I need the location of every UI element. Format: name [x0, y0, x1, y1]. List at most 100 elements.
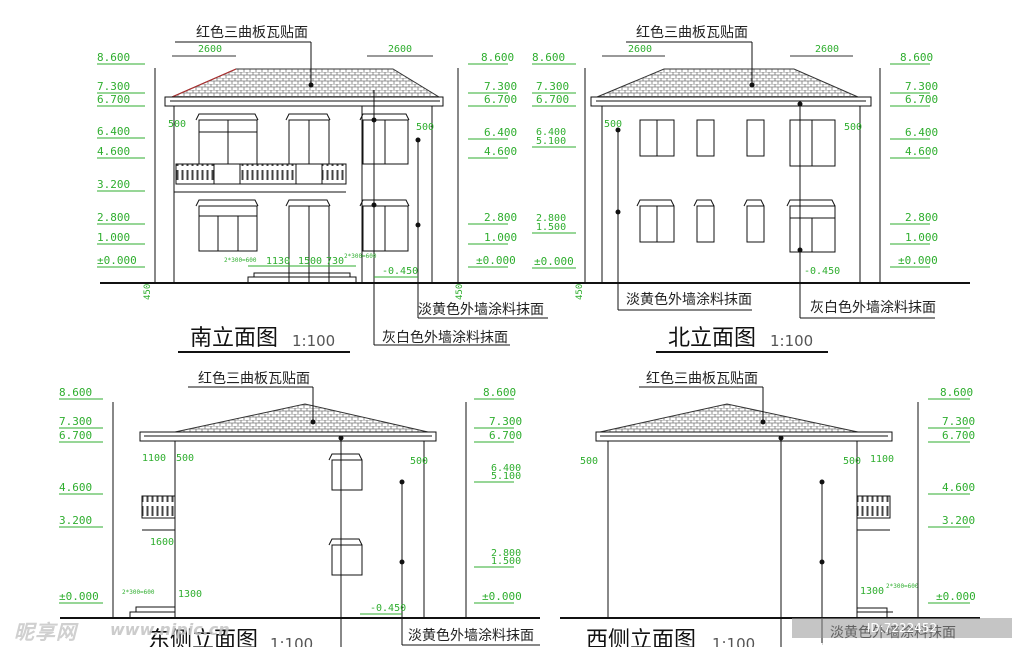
- svg-text:2.800: 2.800: [97, 211, 130, 224]
- svg-text:6.700: 6.700: [489, 429, 522, 442]
- svg-text:6.700: 6.700: [905, 93, 938, 106]
- svg-text:红色三曲板瓦贴面: 红色三曲板瓦贴面: [646, 370, 758, 387]
- svg-text:8.600: 8.600: [481, 51, 514, 64]
- svg-text:3.200: 3.200: [97, 178, 130, 191]
- svg-text:1:100: 1:100: [770, 332, 813, 350]
- svg-text:2600: 2600: [815, 44, 839, 55]
- svg-text:6.700: 6.700: [59, 429, 92, 442]
- svg-text:6.400: 6.400: [97, 125, 130, 138]
- svg-text:6.700: 6.700: [97, 93, 130, 106]
- svg-text:500: 500: [844, 122, 862, 133]
- svg-text:1.000: 1.000: [905, 231, 938, 244]
- svg-text:±0.000: ±0.000: [534, 255, 574, 268]
- svg-text:500: 500: [410, 456, 428, 467]
- svg-text:7.300: 7.300: [905, 80, 938, 93]
- svg-text:7.300: 7.300: [97, 80, 130, 93]
- svg-text:6.400: 6.400: [905, 126, 938, 139]
- right-level-marks: 8.600 7.300 6.700 6.400 4.600 2.800 1.00…: [457, 51, 517, 283]
- svg-text:6.400: 6.400: [536, 127, 566, 138]
- east-title: 东侧立面图: [148, 628, 258, 647]
- svg-text:1300: 1300: [178, 589, 202, 600]
- svg-text:3.200: 3.200: [942, 514, 975, 527]
- svg-text:灰白色外墙涂料抹面: 灰白色外墙涂料抹面: [810, 299, 936, 316]
- svg-text:2.800: 2.800: [905, 211, 938, 224]
- svg-text:4.600: 4.600: [97, 145, 130, 158]
- svg-text:1600: 1600: [150, 537, 174, 548]
- lower-windows: [195, 199, 410, 284]
- svg-text:2600: 2600: [198, 44, 222, 55]
- svg-text:1100: 1100: [870, 454, 894, 465]
- balcony-railing: [174, 163, 347, 193]
- svg-text:8.600: 8.600: [900, 51, 933, 64]
- west-elevation: 红色三曲板瓦贴面 淡黄色外墙涂料抹面 500 500 1100 1300 2*3…: [560, 370, 980, 647]
- south-title: 南立面图: [190, 326, 278, 351]
- wall-note-yellow: 淡黄色外墙涂料抹面: [418, 301, 544, 318]
- svg-text:7.300: 7.300: [536, 80, 569, 93]
- svg-text:500: 500: [168, 119, 186, 130]
- svg-text:7.300: 7.300: [484, 80, 517, 93]
- watermark-logo: 昵享网: [14, 620, 77, 644]
- svg-text:2600: 2600: [628, 44, 652, 55]
- svg-text:2*300=600: 2*300=600: [122, 589, 155, 596]
- svg-text:6.700: 6.700: [942, 429, 975, 442]
- roof-note: 红色三曲板瓦贴面: [196, 24, 308, 41]
- svg-text:500: 500: [176, 453, 194, 464]
- svg-text:红色三曲板瓦贴面: 红色三曲板瓦贴面: [636, 24, 748, 41]
- svg-text:4.600: 4.600: [59, 481, 92, 494]
- svg-text:730: 730: [326, 256, 344, 267]
- svg-text:1.000: 1.000: [484, 231, 517, 244]
- svg-text:3.200: 3.200: [59, 514, 92, 527]
- north-windows: [636, 119, 836, 253]
- svg-text:1.000: 1.000: [97, 231, 130, 244]
- svg-text:1500: 1500: [298, 256, 322, 267]
- svg-text:1100: 1100: [142, 453, 166, 464]
- svg-text:500: 500: [416, 122, 434, 133]
- image-id-bar: ID:7222452 NO:20200831031103026081: [792, 618, 1012, 655]
- svg-text:7.300: 7.300: [942, 415, 975, 428]
- north-title: 北立面图: [668, 326, 756, 351]
- svg-text:8.600: 8.600: [59, 386, 92, 399]
- svg-text:±0.000: ±0.000: [476, 254, 516, 267]
- svg-text:2*300=600: 2*300=600: [344, 253, 377, 260]
- svg-text:红色三曲板瓦贴面: 红色三曲板瓦贴面: [198, 370, 310, 387]
- svg-text:2600: 2600: [388, 44, 412, 55]
- svg-text:8.600: 8.600: [483, 386, 516, 399]
- svg-text:1130: 1130: [266, 256, 290, 267]
- svg-text:8.600: 8.600: [940, 386, 973, 399]
- svg-text:-0.450: -0.450: [370, 603, 406, 614]
- svg-text:6.400: 6.400: [484, 126, 517, 139]
- roof-tiles: [171, 68, 441, 98]
- ground-level: -0.450: [382, 266, 418, 277]
- svg-text:7.300: 7.300: [59, 415, 92, 428]
- svg-text:淡黄色外墙涂料抹面: 淡黄色外墙涂料抹面: [626, 291, 752, 308]
- svg-text:6.700: 6.700: [536, 93, 569, 106]
- north-elevation: 红色三曲板瓦贴面 淡黄色外墙涂料抹面 灰白色外墙涂料抹面 2600 2600 8…: [532, 24, 970, 353]
- svg-text:500: 500: [580, 456, 598, 467]
- svg-text:2.800: 2.800: [491, 548, 521, 559]
- svg-text:5.100: 5.100: [491, 471, 521, 482]
- svg-text:4.600: 4.600: [942, 481, 975, 494]
- svg-text:±0.000: ±0.000: [898, 254, 938, 267]
- svg-text:4.600: 4.600: [905, 145, 938, 158]
- svg-text:500: 500: [843, 456, 861, 467]
- svg-text:500: 500: [604, 119, 622, 130]
- svg-text:-0.450: -0.450: [804, 266, 840, 277]
- wall-note-grey: 灰白色外墙涂料抹面: [382, 329, 508, 346]
- south-elevation: 红色三曲板瓦贴面 淡黄色外墙涂料抹面 灰白色外墙涂料抹面 2600 2600 8…: [97, 24, 548, 353]
- svg-text:8.600: 8.600: [97, 51, 130, 64]
- west-title: 西侧立面图: [586, 628, 696, 647]
- svg-text:6.400: 6.400: [491, 463, 521, 474]
- svg-text:±0.000: ±0.000: [97, 254, 137, 267]
- left-level-marks: 8.600 7.300 6.700 6.400 4.600 3.200 2.80…: [97, 51, 156, 283]
- svg-text:8.600: 8.600: [532, 51, 565, 64]
- svg-text:4.600: 4.600: [484, 145, 517, 158]
- svg-text:2*300=600: 2*300=600: [886, 583, 919, 590]
- east-elevation: 红色三曲板瓦贴面 淡黄色外墙涂料抹面 8.600 7.300 6.700 4.6…: [59, 370, 540, 647]
- svg-text:5.100: 5.100: [536, 136, 566, 147]
- svg-text:7.300: 7.300: [489, 415, 522, 428]
- svg-text:1:100: 1:100: [270, 635, 313, 647]
- watermark-url: www.nipic.cn: [110, 620, 230, 639]
- svg-text:1:100: 1:100: [712, 635, 755, 647]
- svg-text:2.800: 2.800: [536, 213, 566, 224]
